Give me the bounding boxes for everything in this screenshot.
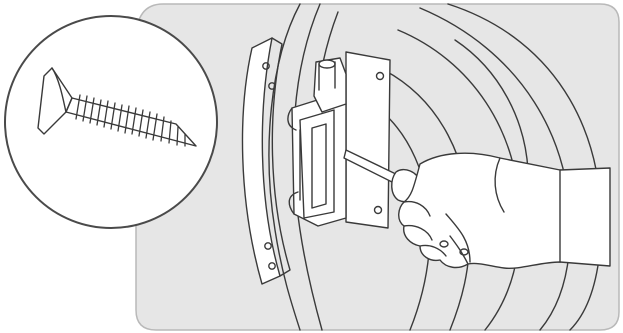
- hand: [399, 153, 610, 268]
- screw-detail-inset: [5, 16, 217, 228]
